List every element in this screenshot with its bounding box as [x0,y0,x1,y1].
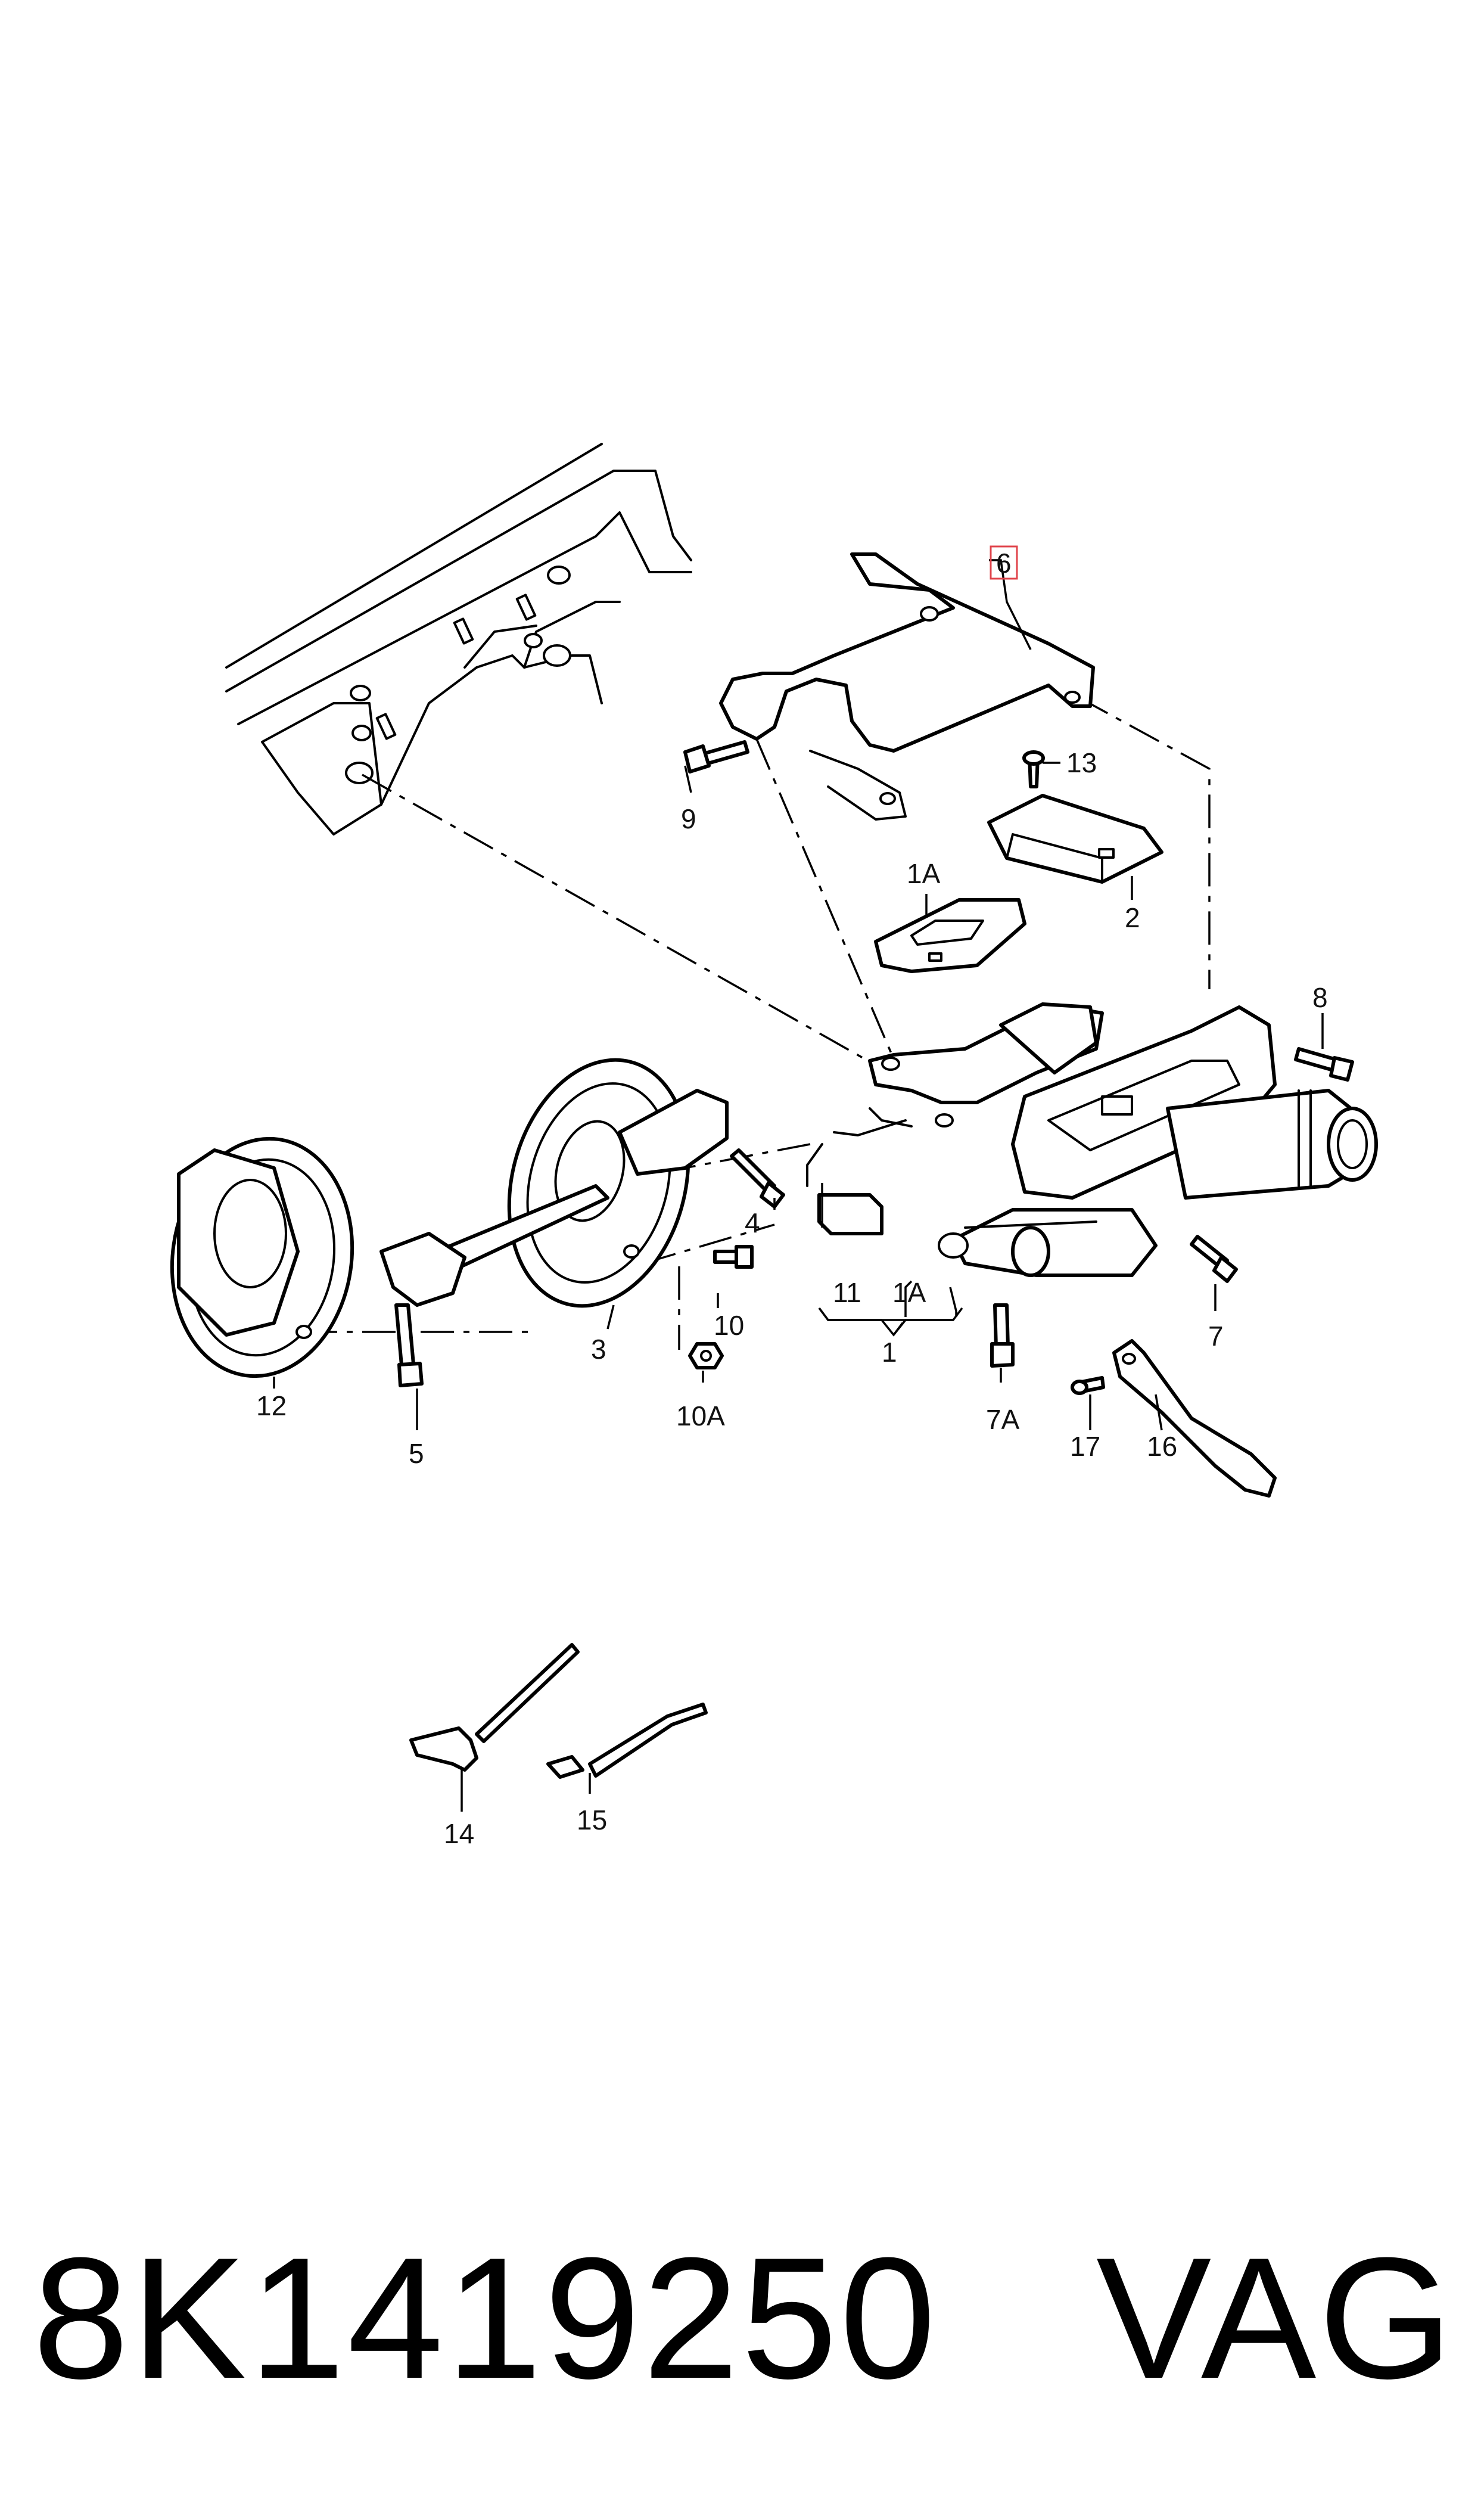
body-panel [225,443,692,835]
callout-13: 13 [1066,747,1097,778]
lever-part-16 [1112,1339,1277,1498]
callout-12: 12 [256,1390,287,1421]
callout-17: 17 [1070,1431,1100,1462]
callout-1A-bottom: 1A [892,1277,926,1308]
callout-3: 3 [591,1334,606,1365]
brand-label: VAG [1096,2222,1455,2415]
cable-tie-part-14 [409,1643,580,1772]
bolt-part-5 [394,1303,424,1387]
callout-11: 11 [833,1277,861,1308]
steering-column-part-1 [833,1002,1378,1277]
nut-part-10A [688,1342,724,1369]
leader-lines [273,559,1324,1812]
part-number: 8K1419250 [33,2222,938,2415]
callout-15: 15 [577,1804,607,1835]
callout-5: 5 [409,1438,424,1469]
sleeve-part-12 [170,1136,354,1378]
callout-10: 10 [714,1310,744,1341]
callout-7: 7 [1208,1321,1224,1352]
callout-6: 6 [996,548,1012,579]
callout-2: 2 [1125,902,1140,933]
screw-part-13 [1022,750,1045,788]
bolt-part-7A [990,1303,1015,1368]
assembly-lines [304,696,1211,1350]
callout-4: 4 [745,1207,760,1238]
callout-14: 14 [444,1818,474,1849]
callout-9: 9 [681,803,696,834]
module-part-1A-top [874,898,1026,973]
bolt-part-8 [1294,1047,1354,1082]
cable-tie-part-15 [546,1703,708,1779]
control-unit-part-2 [987,794,1163,884]
screw-part-17 [1071,1376,1105,1395]
bolt-part-7 [1190,1235,1238,1283]
callouts: 6 9 13 2 1A 8 4 11 1A 1 10 10A 3 12 5 7 … [256,545,1328,1849]
bracket-part-6 [719,552,1095,821]
callout-1: 1 [882,1337,897,1368]
bolt-part-10 [713,1245,754,1269]
bolt-part-9 [683,740,749,774]
callout-8: 8 [1312,982,1328,1013]
callout-16: 16 [1147,1431,1177,1462]
callout-6-highlight [990,545,1018,580]
group-bracket [818,1307,963,1337]
callout-7A: 7A [986,1404,1020,1435]
callout-1A-top: 1A [907,858,941,889]
intermediate-shaft [379,1089,729,1307]
callout-10A: 10A [676,1400,725,1431]
connector-part-11 [806,1143,883,1235]
bolt-part-4 [730,1148,785,1209]
